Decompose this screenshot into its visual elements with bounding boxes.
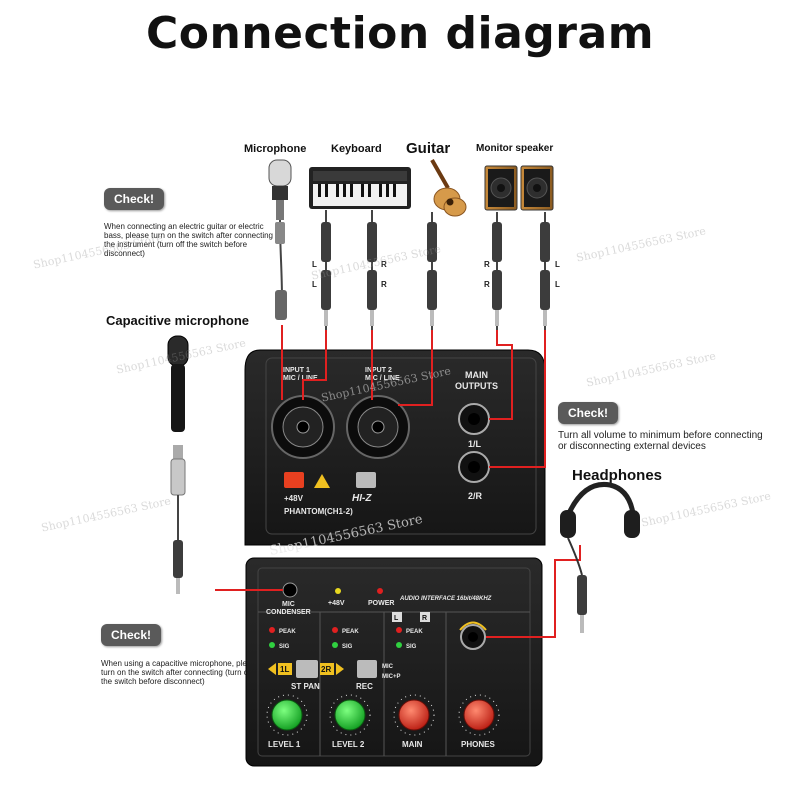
svg-text:R: R	[381, 280, 387, 289]
keyboard-icon	[309, 167, 411, 209]
svg-text:MIC: MIC	[382, 664, 394, 670]
check-badge-capacitive: Check!	[101, 624, 162, 646]
svg-text:PEAK: PEAK	[342, 629, 359, 635]
svg-text:CONDENSER: CONDENSER	[266, 609, 311, 616]
label-guitar: Guitar	[406, 140, 451, 157]
svg-text:R: R	[484, 280, 490, 289]
svg-text:L: L	[555, 260, 560, 269]
svg-text:L: L	[312, 280, 317, 289]
svg-text:AUDIO INTERFACE 16bit/48KHZ: AUDIO INTERFACE 16bit/48KHZ	[399, 596, 492, 602]
svg-text:ST PAN: ST PAN	[291, 682, 320, 691]
page-title: Connection diagram	[145, 8, 655, 59]
svg-text:HI-Z: HI-Z	[352, 493, 372, 504]
svg-text:L: L	[555, 280, 560, 289]
svg-text:INPUT 2: INPUT 2	[365, 367, 392, 374]
svg-text:POWER: POWER	[368, 600, 394, 607]
label-capacitive-microphone: Capacitive microphone	[106, 313, 250, 328]
svg-text:INPUT 1: INPUT 1	[283, 367, 310, 374]
svg-text:MIC: MIC	[282, 601, 295, 608]
svg-text:R: R	[484, 260, 490, 269]
label-headphones: Headphones	[572, 467, 663, 484]
svg-text:REC: REC	[356, 682, 373, 691]
check-badge-volume: Check!	[558, 402, 619, 424]
svg-text:1/L: 1/L	[468, 439, 482, 449]
capacitive-microphone-icon	[167, 335, 189, 594]
svg-text:SIG: SIG	[342, 644, 353, 650]
svg-text:2R: 2R	[321, 665, 331, 674]
monitor-speaker-icon	[484, 165, 554, 211]
check-badge-guitar: Check!	[104, 188, 165, 210]
svg-text:L: L	[394, 615, 399, 622]
microphone-icon	[268, 159, 292, 220]
svg-text:1L: 1L	[280, 665, 289, 674]
interface-front-panel: MIC CONDENSER +48V POWER AUDIO INTERFACE…	[245, 557, 543, 767]
svg-text:+48V: +48V	[328, 600, 345, 607]
interface-top-panel: INPUT 1 MIC / LINE INPUT 2 MIC / LINE MA…	[244, 349, 546, 546]
svg-text:SIG: SIG	[279, 644, 290, 650]
guitar-icon	[430, 159, 467, 217]
svg-text:2/R: 2/R	[468, 491, 483, 501]
svg-text:MAIN: MAIN	[402, 740, 423, 749]
svg-text:MIC / LINE: MIC / LINE	[283, 375, 318, 382]
svg-text:R: R	[422, 615, 427, 622]
svg-text:LEVEL 2: LEVEL 2	[332, 740, 365, 749]
label-monitor-speaker: Monitor speaker	[476, 143, 554, 154]
svg-text:MIC / LINE: MIC / LINE	[365, 375, 400, 382]
label-keyboard: Keyboard	[331, 143, 382, 155]
svg-text:L: L	[312, 260, 317, 269]
svg-text:MAIN: MAIN	[465, 370, 488, 380]
svg-text:LEVEL 1: LEVEL 1	[268, 740, 301, 749]
red-connection-lines	[215, 325, 581, 638]
note-volume: Turn all volume to minimum before connec…	[558, 430, 763, 452]
svg-text:PEAK: PEAK	[406, 629, 423, 635]
svg-text:MIC+P: MIC+P	[382, 674, 401, 680]
svg-text:PHONES: PHONES	[461, 740, 495, 749]
label-microphone: Microphone	[244, 143, 307, 155]
headphones-icon	[560, 481, 640, 633]
note-guitar: When connecting an electric guitar or el…	[104, 222, 273, 258]
svg-text:+48V: +48V	[284, 494, 304, 503]
cable-lr-labels: L L R R R R L L	[312, 260, 560, 289]
svg-text:PHANTOM(CH1-2): PHANTOM(CH1-2)	[284, 507, 353, 516]
note-capacitive: When using a capacitive microphone, plea…	[101, 659, 260, 686]
plugs	[275, 222, 550, 326]
svg-text:R: R	[381, 260, 387, 269]
svg-text:PEAK: PEAK	[279, 629, 296, 635]
svg-text:SIG: SIG	[406, 644, 417, 650]
svg-text:OUTPUTS: OUTPUTS	[455, 381, 498, 391]
